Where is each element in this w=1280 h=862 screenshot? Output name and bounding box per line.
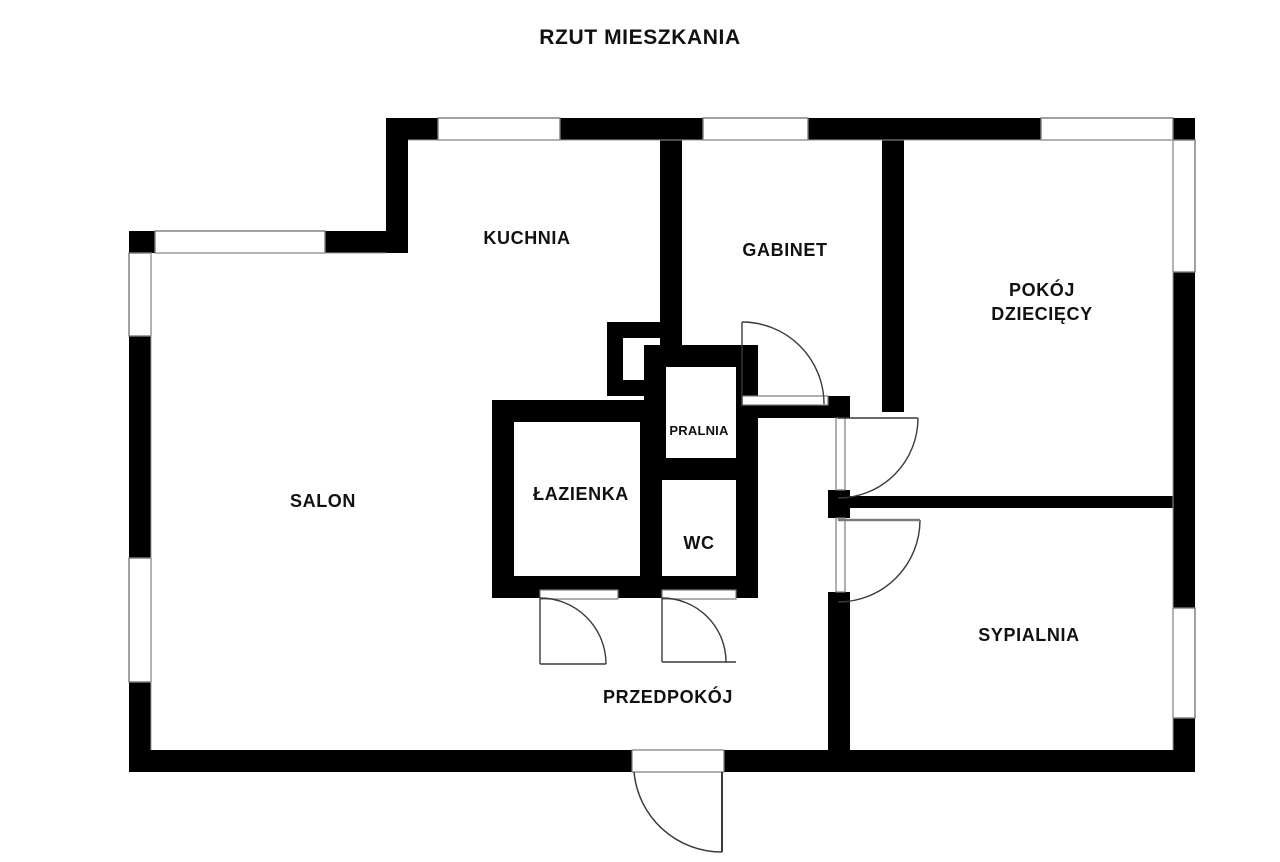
wall-step-vertical xyxy=(386,118,408,253)
wall-lazienka-bottom xyxy=(492,576,662,598)
wc-door xyxy=(661,589,737,663)
window-top-1 xyxy=(437,117,561,141)
wall-lazienka-right xyxy=(640,400,662,598)
wall-wc-top xyxy=(660,458,758,480)
wall-step-horizontal-seg-2 xyxy=(129,231,155,253)
wall-bottom-seg-2 xyxy=(724,750,1195,772)
wall-right-seg-2 xyxy=(1173,500,1195,608)
wall-gabinet-east xyxy=(882,140,904,412)
window-left-2 xyxy=(128,557,152,683)
wall-right-seg-1 xyxy=(1173,272,1195,500)
wall-kuchnia-gabinet xyxy=(660,140,682,345)
wall-lazienka-left xyxy=(492,400,514,598)
wall-pralnia-top xyxy=(660,345,742,367)
wall-pokoj-sypialnia xyxy=(840,496,1185,508)
window-top-2 xyxy=(702,117,809,141)
wall-corridor-east-seg-3 xyxy=(828,592,850,750)
wall-left-seg-2 xyxy=(129,682,151,772)
window-top-3 xyxy=(1040,117,1174,141)
wall-right-seg-3 xyxy=(1173,718,1195,772)
wall-lazienka-top xyxy=(492,400,662,422)
entrance-door xyxy=(631,749,725,853)
room-outline-hairlines xyxy=(150,139,1174,750)
window-step-1 xyxy=(154,230,326,254)
page-title: RZUT MIESZKANIA xyxy=(539,26,741,49)
lazienka-door xyxy=(539,589,619,665)
wall-top-seg-4 xyxy=(1173,118,1195,140)
windows xyxy=(128,117,1196,719)
exterior-walls xyxy=(129,118,1195,772)
window-right-1 xyxy=(1172,139,1196,273)
wall-left-seg-1 xyxy=(129,336,151,558)
wall-wc-right xyxy=(736,458,758,598)
wall-bottom-seg-1 xyxy=(129,750,632,772)
sypialnia-door xyxy=(835,517,921,603)
doors xyxy=(539,321,921,853)
window-left-1 xyxy=(128,252,152,337)
wall-closet-left xyxy=(607,322,623,396)
pokoj-dzieciecy-door xyxy=(835,417,919,499)
wall-top-seg-2 xyxy=(560,118,703,140)
gabinet-door xyxy=(741,321,829,406)
wall-top-seg-3 xyxy=(808,118,1041,140)
interior-walls xyxy=(492,140,1185,750)
window-right-2 xyxy=(1172,607,1196,719)
wall-step-horizontal-seg-1 xyxy=(325,231,408,253)
